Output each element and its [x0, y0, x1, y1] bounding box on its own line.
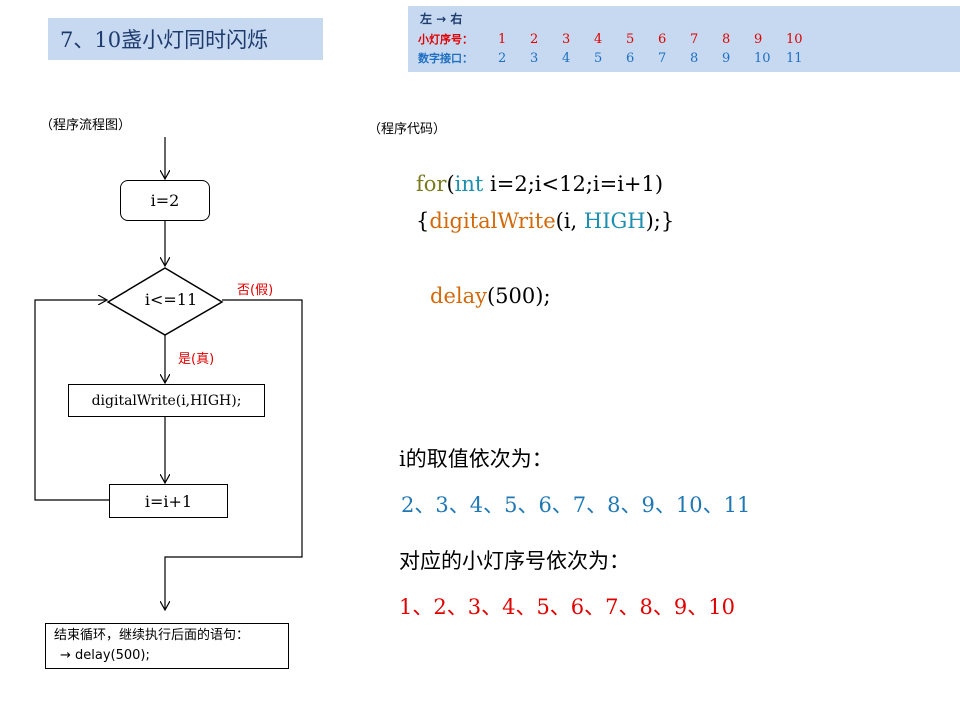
led-number-label: 小灯序号：: [418, 33, 473, 46]
code-line-delay: delay(500);: [430, 284, 551, 308]
true-branch-label: 是(真): [178, 352, 215, 367]
code-fn-digitalwrite: digitalWrite: [429, 209, 556, 233]
led-number-row: 小灯序号： 1 2 3 4 5 6 7 8 9 10: [418, 31, 818, 47]
led-order-label: 对应的小灯序号依次为：: [399, 549, 630, 573]
end-node-line1: 结束循环，继续执行后面的语句：: [54, 628, 250, 643]
action-node: digitalWrite(i,HIGH);: [68, 384, 265, 417]
pin-number-cell: 5: [594, 50, 603, 66]
led-number-cell: 4: [594, 31, 603, 47]
code-brace-close: );}: [645, 209, 675, 233]
pin-number-cell: 11: [786, 50, 803, 66]
code-args-a: (i,: [555, 209, 584, 233]
code-caption: （程序代码）: [368, 122, 447, 137]
page-title-text: 7、10盏小灯同时闪烁: [60, 28, 269, 52]
increment-node: i=i+1: [109, 484, 228, 518]
pin-mapping-panel: 左 → 右 小灯序号： 1 2 3 4 5 6 7 8 9 10 数字接口： 2 3 4 5 6 7 8 9 10…: [408, 6, 960, 72]
pin-number-cell: 4: [562, 50, 571, 66]
led-number-cell: 8: [722, 31, 731, 47]
led-number-cell: 10: [786, 31, 803, 47]
code-const-high: HIGH: [583, 209, 646, 233]
start-node: i=2: [120, 180, 210, 221]
action-node-text: digitalWrite(i,HIGH);: [91, 392, 242, 409]
led-number-cell: 6: [658, 31, 667, 47]
i-values-sequence: 2、3、4、5、6、7、8、9、10、11: [401, 493, 751, 517]
code-for-rest: i=2;i<12;i=i+1): [483, 172, 664, 196]
code-fn-delay: delay: [430, 284, 487, 308]
led-number-cell: 5: [626, 31, 635, 47]
page-title: 7、10盏小灯同时闪烁: [48, 18, 323, 60]
pin-number-label: 数字接口：: [418, 52, 473, 65]
pin-number-cell: 10: [754, 50, 771, 66]
pin-number-cell: 7: [658, 50, 667, 66]
led-number-cell: 7: [690, 31, 699, 47]
flowchart-caption: （程序流程图）: [40, 118, 132, 133]
led-number-cell: 2: [530, 31, 539, 47]
pin-number-cell: 3: [530, 50, 539, 66]
start-node-text: i=2: [150, 191, 180, 210]
direction-label: 左 → 右: [420, 12, 463, 26]
pin-number-row: 数字接口： 2 3 4 5 6 7 8 9 10 11: [418, 50, 818, 66]
pin-number-cell: 6: [626, 50, 635, 66]
code-type-int: int: [454, 172, 484, 196]
code-paren: (: [446, 172, 455, 196]
end-node: 结束循环，继续执行后面的语句： → delay(500);: [45, 623, 289, 669]
code-line-write: {digitalWrite(i, HIGH);}: [416, 209, 674, 233]
pin-number-cell: 9: [722, 50, 731, 66]
increment-node-text: i=i+1: [144, 491, 193, 511]
code-keyword-for: for: [416, 172, 447, 196]
led-number-cells: 1 2 3 4 5 6 7 8 9 10: [498, 32, 818, 47]
led-number-cell: 3: [562, 31, 571, 47]
led-number-cell: 9: [754, 31, 763, 47]
led-order-sequence: 1、2、3、4、5、6、7、8、9、10: [399, 595, 735, 619]
pin-number-cells: 2 3 4 5 6 7 8 9 10 11: [498, 51, 818, 66]
led-number-cell: 1: [498, 31, 507, 47]
code-delay-args: (500);: [486, 284, 551, 308]
false-branch-label: 否(假): [237, 283, 274, 298]
i-values-label: i的取值依次为：: [399, 447, 553, 471]
code-line-for: for(int i=2;i<12;i=i+1): [416, 172, 663, 196]
code-brace-open: {: [416, 209, 430, 233]
end-node-line2: → delay(500);: [60, 648, 150, 663]
condition-text: i<=11: [144, 290, 198, 309]
pin-number-cell: 2: [498, 50, 507, 66]
pin-number-cell: 8: [690, 50, 699, 66]
